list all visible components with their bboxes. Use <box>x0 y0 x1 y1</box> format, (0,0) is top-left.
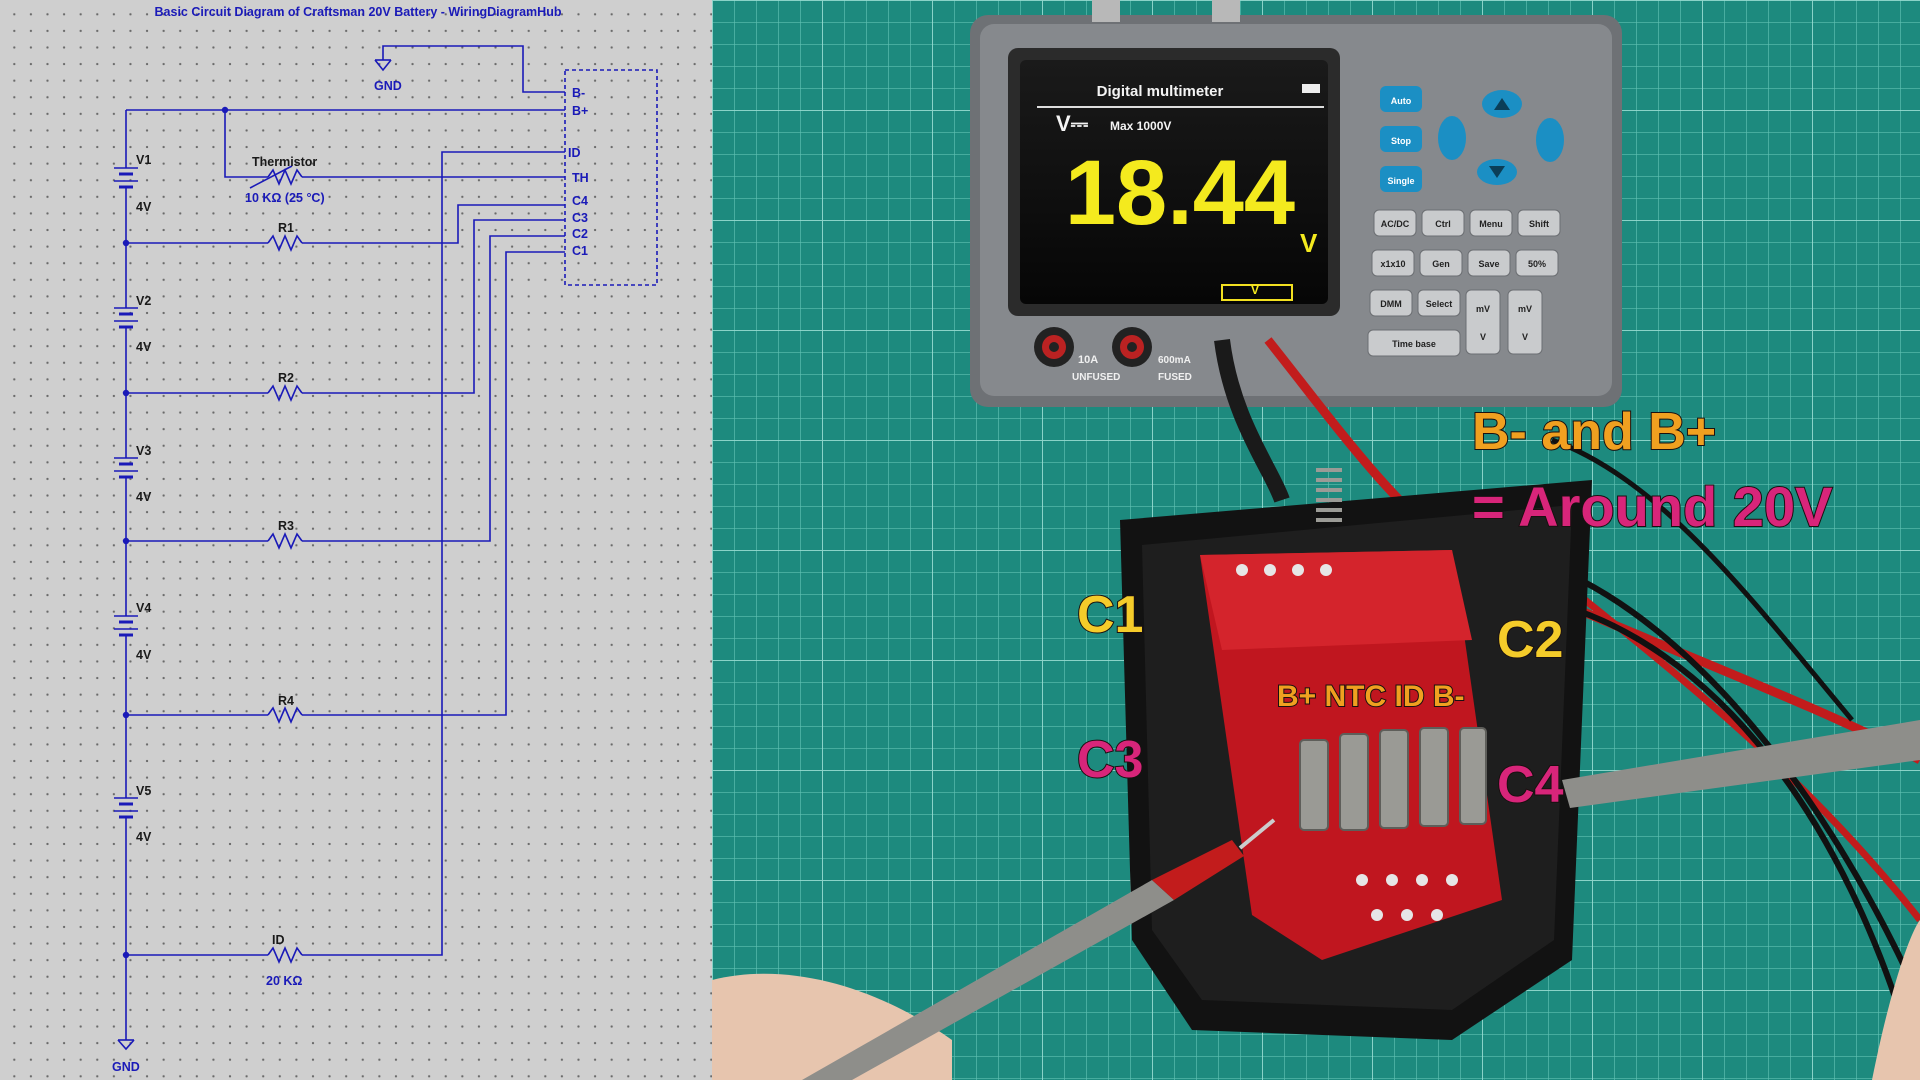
label-c4: C4 <box>1496 755 1564 815</box>
v4-label: V4 <box>136 601 151 615</box>
v2-value: 4V <box>136 340 152 354</box>
r2-label: R2 <box>278 371 294 385</box>
wire-c2 <box>302 235 565 542</box>
key-select[interactable]: Select <box>1426 299 1453 309</box>
r1-symbol <box>267 233 303 253</box>
key-menu[interactable]: Menu <box>1479 219 1503 229</box>
photo-illustration: Digital multimeter V⎓ Max 1000V 18.44 V … <box>712 0 1920 1080</box>
range-marker: V <box>1251 283 1259 297</box>
pin-th: TH <box>572 171 589 185</box>
v4-value: 4V <box>136 648 152 662</box>
label-c3: C3 <box>1076 730 1144 790</box>
key-acdc[interactable]: AC/DC <box>1381 219 1410 229</box>
label-c1: C1 <box>1076 585 1144 645</box>
junctions <box>122 106 229 959</box>
v5-value: 4V <box>136 830 152 844</box>
photo-panel: Digital multimeter V⎓ Max 1000V 18.44 V … <box>712 0 1920 1080</box>
r3-symbol <box>267 531 303 551</box>
max-label: Max 1000V <box>1110 119 1171 133</box>
wire-id <box>302 151 565 956</box>
jack-10a-sub: UNFUSED <box>1072 372 1120 383</box>
key-single[interactable]: Single <box>1387 176 1414 186</box>
r1-label: R1 <box>278 221 294 235</box>
key-mv-1[interactable]: mV <box>1476 304 1490 314</box>
battery-icon <box>114 300 138 335</box>
jack-10a-label: 10A <box>1078 354 1098 366</box>
battery-icon <box>114 160 138 195</box>
key-shift[interactable]: Shift <box>1529 219 1549 229</box>
r4-symbol <box>267 705 303 725</box>
diagram-title: Basic Circuit Diagram of Craftsman 20V B… <box>155 5 562 19</box>
jack-600ma-label: 600mA <box>1158 355 1191 366</box>
v2-label: V2 <box>136 294 151 308</box>
r3-label: R3 <box>278 519 294 533</box>
battery-icon <box>114 450 138 485</box>
key-50[interactable]: 50% <box>1528 259 1546 269</box>
probe-handle-right <box>1562 720 1920 808</box>
circuit-diagram: Basic Circuit Diagram of Craftsman 20V B… <box>112 5 658 1074</box>
thermistor-label: Thermistor <box>252 155 317 169</box>
key-mv-2[interactable]: mV <box>1518 304 1532 314</box>
battery-icon <box>114 608 138 643</box>
mode-symbol: V⎓ <box>1056 111 1089 136</box>
r4-label: R4 <box>278 694 294 708</box>
label-terminal-names: B+ NTC ID B- <box>1276 679 1465 714</box>
v1-value: 4V <box>136 200 152 214</box>
v1-label: V1 <box>136 153 151 167</box>
label-c2: C2 <box>1496 610 1564 670</box>
id-resistor-label: ID <box>272 933 285 947</box>
pin-c3: C3 <box>572 211 588 225</box>
black-lead <box>1214 339 1290 503</box>
pin-b-minus: B- <box>572 86 585 100</box>
pin-c4: C4 <box>572 194 588 208</box>
wire-c4 <box>302 204 565 244</box>
measurement-reading: 18.44 <box>1065 142 1295 244</box>
wire-c3 <box>302 219 565 394</box>
wire-c1 <box>302 251 565 716</box>
jack-600ma-sub: FUSED <box>1158 372 1192 383</box>
battery-icon <box>114 790 138 825</box>
headline-terminals: B- and B+ <box>1471 402 1717 462</box>
screen-title: Digital multimeter <box>1097 83 1224 100</box>
key-x1x10[interactable]: x1x10 <box>1380 259 1405 269</box>
id-resistor-symbol <box>267 945 303 965</box>
key-timebase[interactable]: Time base <box>1392 339 1436 349</box>
gnd-bottom-label: GND <box>112 1060 140 1074</box>
v3-value: 4V <box>136 490 152 504</box>
key-v-2[interactable]: V <box>1522 332 1528 342</box>
key-auto[interactable]: Auto <box>1391 96 1412 106</box>
probe-handle <box>802 880 1174 1080</box>
pin-id: ID <box>568 146 581 160</box>
key-dmm[interactable]: DMM <box>1380 299 1402 309</box>
battery-pack <box>1120 468 1592 1040</box>
id-resistor-value: 20 KΩ <box>266 974 302 988</box>
headline-voltage: = Around 20V <box>1471 474 1833 539</box>
key-v-1[interactable]: V <box>1480 332 1486 342</box>
key-save[interactable]: Save <box>1478 259 1499 269</box>
v3-label: V3 <box>136 444 151 458</box>
pin-c1: C1 <box>572 244 588 258</box>
measurement-unit: V <box>1300 228 1318 258</box>
cell-symbols <box>114 160 138 825</box>
multimeter-screen <box>1020 60 1328 304</box>
thermistor-value: 10 KΩ (25 °C) <box>245 191 325 205</box>
pin-b-plus: B+ <box>572 104 588 118</box>
thermistor-symbol <box>267 167 303 187</box>
key-stop[interactable]: Stop <box>1391 136 1411 146</box>
v5-label: V5 <box>136 784 151 798</box>
key-gen[interactable]: Gen <box>1432 259 1450 269</box>
pin-c2: C2 <box>572 227 588 241</box>
r2-symbol <box>267 383 303 403</box>
wire-gnd-bminus <box>382 45 565 93</box>
gnd-top-label: GND <box>374 79 402 93</box>
multimeter <box>970 0 1622 407</box>
key-ctrl[interactable]: Ctrl <box>1435 219 1451 229</box>
schematic-panel: Basic Circuit Diagram of Craftsman 20V B… <box>0 0 712 1080</box>
